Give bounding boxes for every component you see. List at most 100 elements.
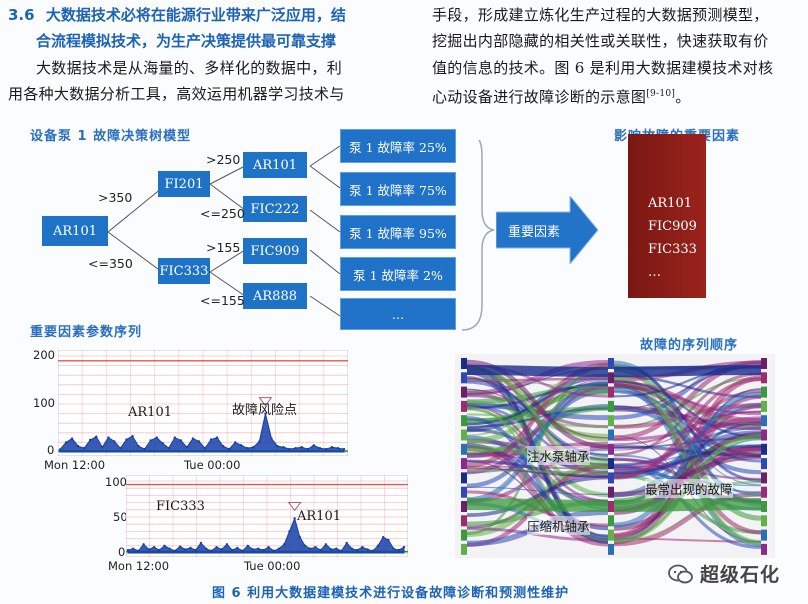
data-point: [194, 548, 197, 552]
sankey-node: [461, 472, 467, 484]
sankey-node: [608, 486, 614, 498]
data-point: [288, 447, 291, 451]
chart1-ytick: 100: [33, 396, 55, 410]
sankey-flow: [466, 498, 609, 512]
data-point: [82, 446, 86, 450]
sankey-node: [608, 415, 614, 427]
data-point: [340, 549, 343, 553]
data-point: [147, 548, 151, 551]
data-point: [288, 530, 291, 533]
tree-node-ar101: AR101: [243, 152, 307, 178]
sankey-flow: [466, 359, 609, 397]
sankey-node: [461, 458, 467, 470]
data-point: [329, 548, 333, 551]
sankey-flow: [466, 468, 609, 475]
data-point: [240, 444, 243, 447]
data-point: [70, 437, 74, 440]
heading-line1: 大数据技术必将在能源行业带来广泛应用，结: [45, 6, 346, 24]
sankey-node: [608, 358, 614, 369]
data-point: [119, 446, 122, 450]
data-point: [204, 547, 208, 550]
sankey-label-pump-bearing: 注水泵轴承: [527, 446, 590, 465]
data-point: [312, 444, 315, 447]
data-point: [132, 547, 135, 550]
data-point: [225, 543, 229, 546]
sankey-flow: [613, 445, 762, 458]
data-point: [163, 544, 166, 547]
sankey-node: [761, 400, 767, 412]
factor-item: AR101: [648, 196, 692, 211]
grid: [126, 475, 408, 557]
watermark: 超级石化: [668, 560, 780, 587]
chart2-ytick: 50: [113, 510, 128, 524]
data-point: [294, 446, 297, 450]
data-point: [209, 438, 213, 441]
sankey-node: [461, 515, 467, 527]
chart1-plot: [58, 350, 348, 456]
data-point: [95, 435, 98, 438]
data-point: [276, 445, 279, 448]
arrow-label: 重要因素: [508, 225, 561, 240]
data-point: [314, 546, 317, 549]
data-point: [264, 412, 267, 415]
data-point: [137, 445, 140, 448]
data-point: [89, 438, 92, 442]
sankey-flow: [613, 386, 762, 486]
data-point: [277, 547, 281, 550]
chart2-plot: [126, 475, 408, 557]
data-point: [324, 543, 328, 546]
sankey-node: [461, 529, 467, 541]
data-point: [402, 546, 406, 549]
data-point: [387, 538, 390, 542]
sankey-title: 故障的序列顺序: [640, 338, 739, 353]
data-point: [319, 548, 322, 552]
data-point: [371, 549, 374, 553]
factors-box: AR101 FIC909 FIC333 …: [628, 134, 706, 298]
sankey-flow: [613, 365, 762, 377]
data-point: [350, 547, 354, 550]
edge-label-le155: <=155: [200, 293, 245, 308]
tree-node-fic909: FIC909: [243, 238, 307, 264]
heading-line2: 合流程模拟技术，为生产决策提供最可靠支撑: [36, 32, 337, 50]
chart2-annotation: AR101: [297, 509, 341, 524]
factor-item: …: [648, 265, 661, 280]
sankey-flow: [613, 377, 762, 479]
data-point: [335, 547, 338, 550]
sankey-node: [461, 372, 467, 384]
sankey-flow: [466, 486, 609, 495]
edge-label-le350: <=350: [88, 256, 133, 271]
chart1-annotation: 故障风险点: [232, 403, 298, 418]
sankey-node: [608, 386, 614, 398]
annotation-marker: [258, 397, 273, 407]
sankey-node: [461, 415, 467, 427]
left-para-line2: 用各种大数据分析工具，高效运用机器学习技术与: [8, 85, 345, 103]
data-point: [107, 436, 110, 439]
sankey-flow: [613, 454, 762, 497]
tree-node-fic333: FIC333: [158, 258, 210, 284]
data-point: [324, 447, 328, 451]
data-point: [178, 545, 182, 548]
sankey-node: [761, 429, 767, 441]
sankey-node: [608, 400, 614, 412]
sankey-node: [761, 372, 767, 384]
data-point: [215, 546, 218, 549]
data-point: [220, 548, 223, 551]
sankey-node: [761, 543, 767, 555]
sankey-node: [761, 458, 767, 470]
sankey-flow: [613, 458, 762, 481]
data-point: [309, 547, 312, 550]
sankey-node: [608, 529, 614, 541]
tree-connectors: [107, 140, 495, 331]
data-point: [318, 446, 322, 450]
data-point: [272, 549, 276, 553]
chart1-xtick: Tue 00:00: [184, 458, 241, 472]
chart1-series-label: AR101: [128, 405, 172, 420]
sankey-node: [461, 501, 467, 512]
chart1-xtick: Mon 12:00: [44, 458, 106, 472]
factor-item: FIC909: [648, 219, 697, 234]
data-point: [185, 446, 189, 449]
data-point: [191, 437, 195, 440]
chart2-series-label: FIC333: [156, 499, 205, 514]
data-point: [262, 548, 265, 552]
data-point: [215, 436, 219, 439]
